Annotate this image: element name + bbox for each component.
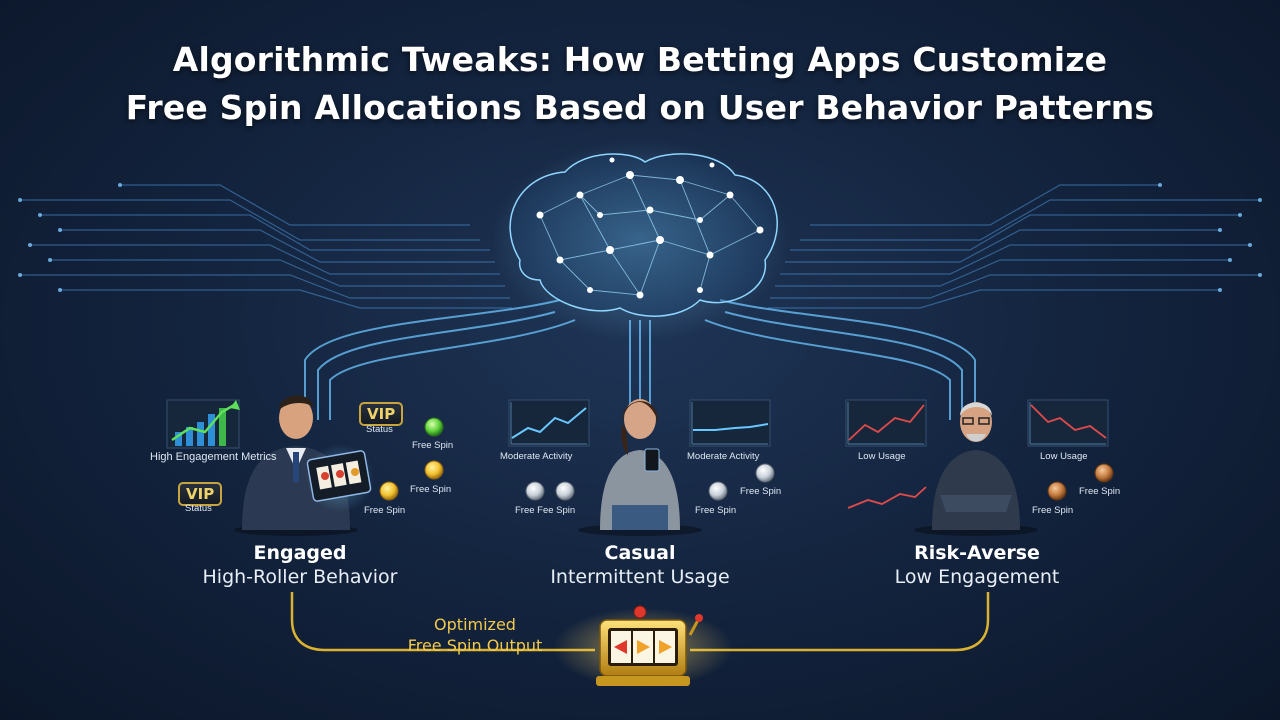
casual-person [578,399,702,536]
persona-engaged-name: Engaged High-Roller Behavior [170,541,430,589]
output-label-line-2: Free Spin Output [407,636,543,655]
circuit-dots-left [18,183,122,292]
usage-label-left: Low Usage [858,451,906,462]
persona-casual-group [508,399,775,536]
free-spin-label: Free Spin [364,505,406,516]
persona-engaged-group [166,395,595,652]
activity-label-right: Moderate Activity [687,451,760,462]
vip-badge-bottom: VIP [178,482,223,506]
metric-label: High Engagement Metrics [150,451,277,463]
free-spin-label: Free Spin [1079,486,1121,497]
brain-network-icon [490,140,790,340]
low-usage-trend-line [847,486,927,509]
trend-chart-icon-2 [689,399,771,447]
vip-status-bottom: Status [185,503,212,514]
persona-risk-averse-title: Risk-Averse [914,542,1040,564]
circuit-lines-left [20,184,512,309]
page-title: Algorithmic Tweaks: How Betting Apps Cus… [0,36,1280,132]
decline-chart-icon-2 [1027,399,1109,447]
output-label-line-1: Optimized [434,615,516,634]
growth-chart-icon [166,399,240,449]
persona-risk-averse-name: Risk-Averse Low Engagement [847,541,1107,589]
decline-chart-icon [845,399,927,447]
coin-icon-silver [525,463,775,501]
persona-engaged-subtitle: High-Roller Behavior [202,566,398,588]
persona-casual-title: Casual [604,542,676,564]
persona-casual-name: Casual Intermittent Usage [510,541,770,589]
metric-label-text: High Engagement Metrics [150,451,277,463]
activity-label-left: Moderate Activity [500,451,573,462]
persona-engaged-title: Engaged [253,542,347,564]
vip-badge-top: VIP [359,402,404,426]
slot-machine-icon [553,605,733,688]
usage-label-right: Low Usage [1040,451,1088,462]
free-spin-label: Free Spin [1032,505,1074,516]
output-label: Optimized Free Spin Output [360,614,590,656]
free-spin-label: Free Spin [410,484,452,495]
free-spin-label: Free Spin [412,440,454,451]
title-line-2: Free Spin Allocations Based on User Beha… [125,88,1155,127]
persona-casual-subtitle: Intermittent Usage [550,566,730,588]
output-link-right [690,592,990,652]
tablet-icon [306,444,374,512]
persona-risk-averse-subtitle: Low Engagement [894,566,1060,588]
persona-risk-averse-group [690,399,1114,652]
free-spin-label: Free Spin [695,505,737,516]
vip-status-top: Status [366,424,393,435]
phone-icon [644,448,660,472]
coin-icon [379,417,444,501]
title-line-1: Algorithmic Tweaks: How Betting Apps Cus… [172,40,1108,79]
risk-averse-person [914,402,1038,536]
circuit-lines-right [768,184,1260,309]
coin-icon-bronze [1047,463,1114,501]
output-link-left [290,592,595,652]
free-spin-label: Free Spin [740,486,782,497]
circuit-dots-right [1158,183,1262,292]
trend-chart-icon [508,399,590,447]
free-spin-label: Free Fee Spin [515,505,576,516]
